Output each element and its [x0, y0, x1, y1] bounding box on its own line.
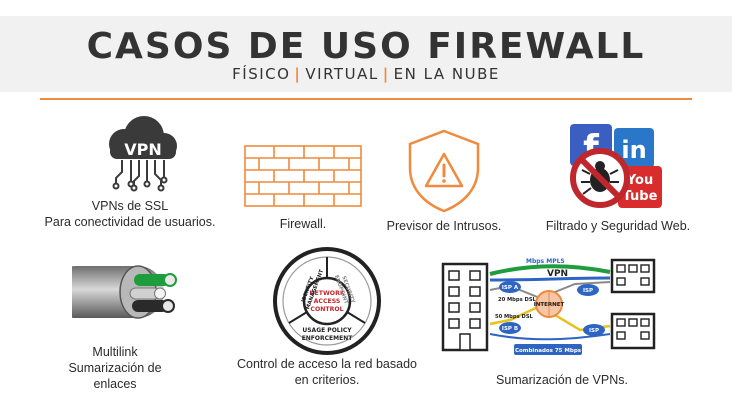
building-left-icon [441, 262, 489, 352]
use-case-vpn-aggregation: Mbps MPLS VPN ISP A 20 Mbps DSL INTERNET… [440, 254, 662, 358]
caption-line: Filtrado y Seguridad Web. [545, 219, 691, 233]
combined-label: Combinados 75 Mbps [515, 348, 582, 354]
dsl-20-label: 20 Mbps DSL [498, 297, 537, 303]
use-case-vpn: VPN [98, 112, 188, 192]
vpn-label: VPN [547, 269, 568, 279]
use-case-firewall [244, 145, 362, 207]
mpls-label: Mbps MPLS [526, 258, 565, 265]
wheel-bottom-2: ENFORCEMENT [302, 335, 354, 342]
brick-wall-icon [244, 145, 362, 207]
caption-line: Control de acceso la red basado [237, 357, 417, 371]
caption-multilink: Multilink Sumarización de enlaces [40, 344, 190, 392]
building-right-bottom-icon [610, 312, 656, 350]
wheel-center-2: ACCESS [314, 298, 341, 305]
caption-vpn-aggregation: Sumarización de VPNs. [462, 372, 662, 388]
caption-line: Sumarización de VPNs. [495, 373, 628, 387]
use-case-multilink [50, 256, 180, 328]
youtube-tube: Tube [623, 189, 658, 204]
caption-line: Para conectividad de usuarios. [44, 215, 216, 229]
subtitle-separator: | [294, 65, 302, 83]
subtitle-separator: | [382, 65, 390, 83]
multilink-cable-icon [50, 265, 177, 319]
dsl-50-label: 50 Mbps DSL [495, 314, 534, 320]
warning-shield-icon [408, 129, 480, 213]
page-subtitle: FÍSICO|VIRTUAL|EN LA NUBE [0, 65, 732, 83]
subtitle-virtual: VIRTUAL [305, 65, 379, 83]
internet-label: INTERNET [534, 302, 565, 308]
blocked-social-icon: f in You Tube [570, 124, 662, 208]
wheel-center-1: NETWORK [309, 290, 344, 297]
caption-web-filter: Filtrado y Seguridad Web. [514, 218, 722, 234]
header-banner [0, 16, 732, 92]
vpn-cloud-icon: VPN [109, 116, 177, 192]
isp-a-label: ISP A [502, 285, 519, 291]
caption-line: Multilink [92, 345, 138, 359]
caption-line: Firewall. [279, 217, 327, 231]
caption-line: enlaces [93, 377, 137, 391]
wheel-bottom-1: USAGE POLICY [302, 327, 352, 334]
caption-line: Sumarización de [68, 361, 162, 375]
subtitle-cloud: EN LA NUBE [393, 65, 500, 83]
page-title: CASOS DE USO FIREWALL [86, 26, 646, 67]
use-case-web-filter: f in You Tube [568, 122, 664, 210]
caption-line: en criterios. [294, 373, 360, 387]
wheel-center-3: CONTROL [310, 306, 343, 313]
youtube-you: You [626, 173, 653, 188]
linkedin-tile [614, 128, 654, 168]
linkedin-letters: in [621, 136, 646, 164]
access-control-wheel-icon: NETWORK ACCESS CONTROL IDENTITY MANAGEME… [273, 247, 381, 355]
building-right-top-icon [610, 258, 656, 294]
caption-line: VPNs de SSL [91, 199, 169, 213]
vpn-network-diagram: Mbps MPLS VPN ISP A 20 Mbps DSL INTERNET… [441, 258, 656, 355]
header-divider [40, 98, 692, 100]
use-case-ips [404, 128, 484, 214]
caption-line: Previsor de Intrusos. [386, 219, 502, 233]
caption-ips: Previsor de Intrusos. [344, 218, 544, 234]
subtitle-physical: FÍSICO [232, 65, 291, 83]
vpn-icon-label: VPN [124, 140, 162, 159]
caption-firewall: Firewall. [203, 216, 403, 232]
isp-label-top: ISP [583, 288, 593, 294]
isp-label-bottom: ISP [589, 328, 599, 334]
use-case-access-control: NETWORK ACCESS CONTROL IDENTITY MANAGEME… [272, 246, 382, 356]
caption-access-control: Control de acceso la red basado en crite… [222, 356, 432, 388]
isp-b-label: ISP B [502, 326, 518, 332]
caption-vpn: VPNs de SSL Para conectividad de usuario… [30, 198, 230, 230]
